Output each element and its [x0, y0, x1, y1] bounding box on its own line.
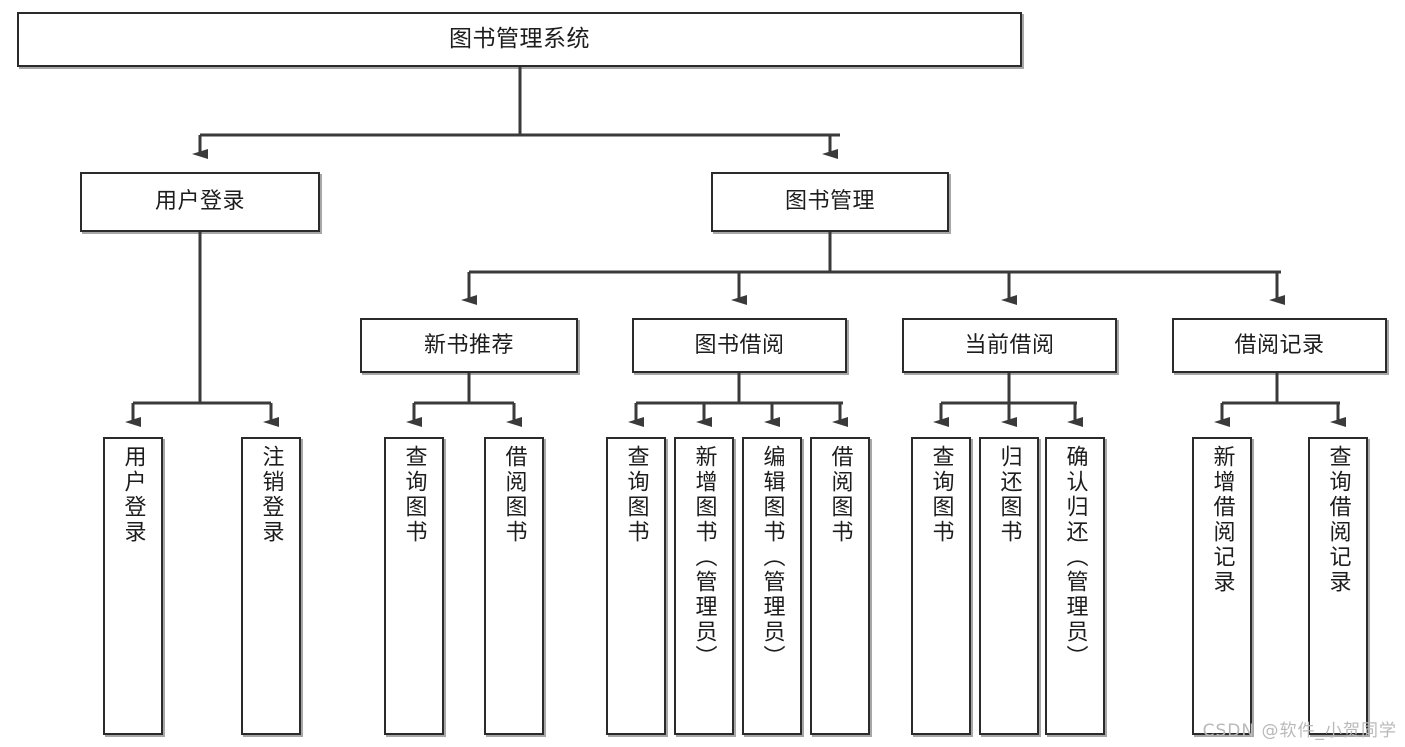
leaf-record-query-record[interactable]: 查询借阅记录: [1308, 437, 1368, 735]
leaf-borrow-add-book-admin-label: 新增图书（管理员）: [691, 445, 717, 670]
node-current-borrow-label: 当前借阅: [964, 332, 1055, 358]
csdn-watermark: CSDN @软件_小贺同学: [1202, 721, 1397, 741]
leaf-current-query-book[interactable]: 查询图书: [911, 437, 971, 735]
leaf-borrow-edit-book-admin-label: 编辑图书（管理员）: [759, 445, 785, 670]
leaf-borrow-edit-book-admin[interactable]: 编辑图书（管理员）: [742, 437, 802, 735]
leaf-user-logout[interactable]: 注销登录: [241, 437, 301, 735]
leaf-borrow-query-book[interactable]: 查询图书: [606, 437, 666, 735]
leaf-user-logout-label: 注销登录: [258, 445, 284, 545]
node-borrow-record-label: 借阅记录: [1234, 332, 1325, 358]
leaf-borrow-query-book-label: 查询图书: [623, 445, 649, 545]
leaf-current-query-book-label: 查询图书: [928, 445, 954, 545]
node-user-login[interactable]: 用户登录: [80, 172, 320, 232]
node-book-management-label: 图书管理: [784, 189, 875, 215]
leaf-newbook-query-book-label: 查询图书: [401, 445, 427, 545]
leaf-user-login[interactable]: 用户登录: [103, 437, 163, 735]
node-user-login-label: 用户登录: [154, 189, 245, 215]
node-borrow-record[interactable]: 借阅记录: [1172, 318, 1387, 373]
node-current-borrow[interactable]: 当前借阅: [902, 318, 1117, 373]
leaf-newbook-borrow-book-label: 借阅图书: [501, 445, 527, 545]
node-root[interactable]: 图书管理系统: [17, 12, 1022, 67]
leaf-current-confirm-return-admin[interactable]: 确认归还（管理员）: [1045, 437, 1105, 735]
leaf-record-query-record-label: 查询借阅记录: [1325, 445, 1351, 595]
leaf-newbook-query-book[interactable]: 查询图书: [384, 437, 444, 735]
leaf-current-return-book[interactable]: 归还图书: [979, 437, 1039, 735]
node-book-management[interactable]: 图书管理: [711, 172, 949, 232]
leaf-record-add-record[interactable]: 新增借阅记录: [1192, 437, 1252, 735]
leaf-borrow-borrow-book-label: 借阅图书: [827, 445, 853, 545]
node-new-book-recommend-label: 新书推荐: [423, 332, 514, 358]
node-new-book-recommend[interactable]: 新书推荐: [360, 318, 578, 373]
leaf-user-login-label: 用户登录: [120, 445, 146, 545]
leaf-current-confirm-return-admin-label: 确认归还（管理员）: [1062, 445, 1088, 670]
leaf-newbook-borrow-book[interactable]: 借阅图书: [484, 437, 544, 735]
node-book-borrow-label: 图书借阅: [694, 332, 785, 358]
leaf-borrow-add-book-admin[interactable]: 新增图书（管理员）: [674, 437, 734, 735]
leaf-borrow-borrow-book[interactable]: 借阅图书: [810, 437, 870, 735]
node-book-borrow[interactable]: 图书借阅: [632, 318, 847, 373]
leaf-record-add-record-label: 新增借阅记录: [1209, 445, 1235, 595]
leaf-current-return-book-label: 归还图书: [996, 445, 1022, 545]
node-root-label: 图书管理系统: [449, 26, 590, 53]
